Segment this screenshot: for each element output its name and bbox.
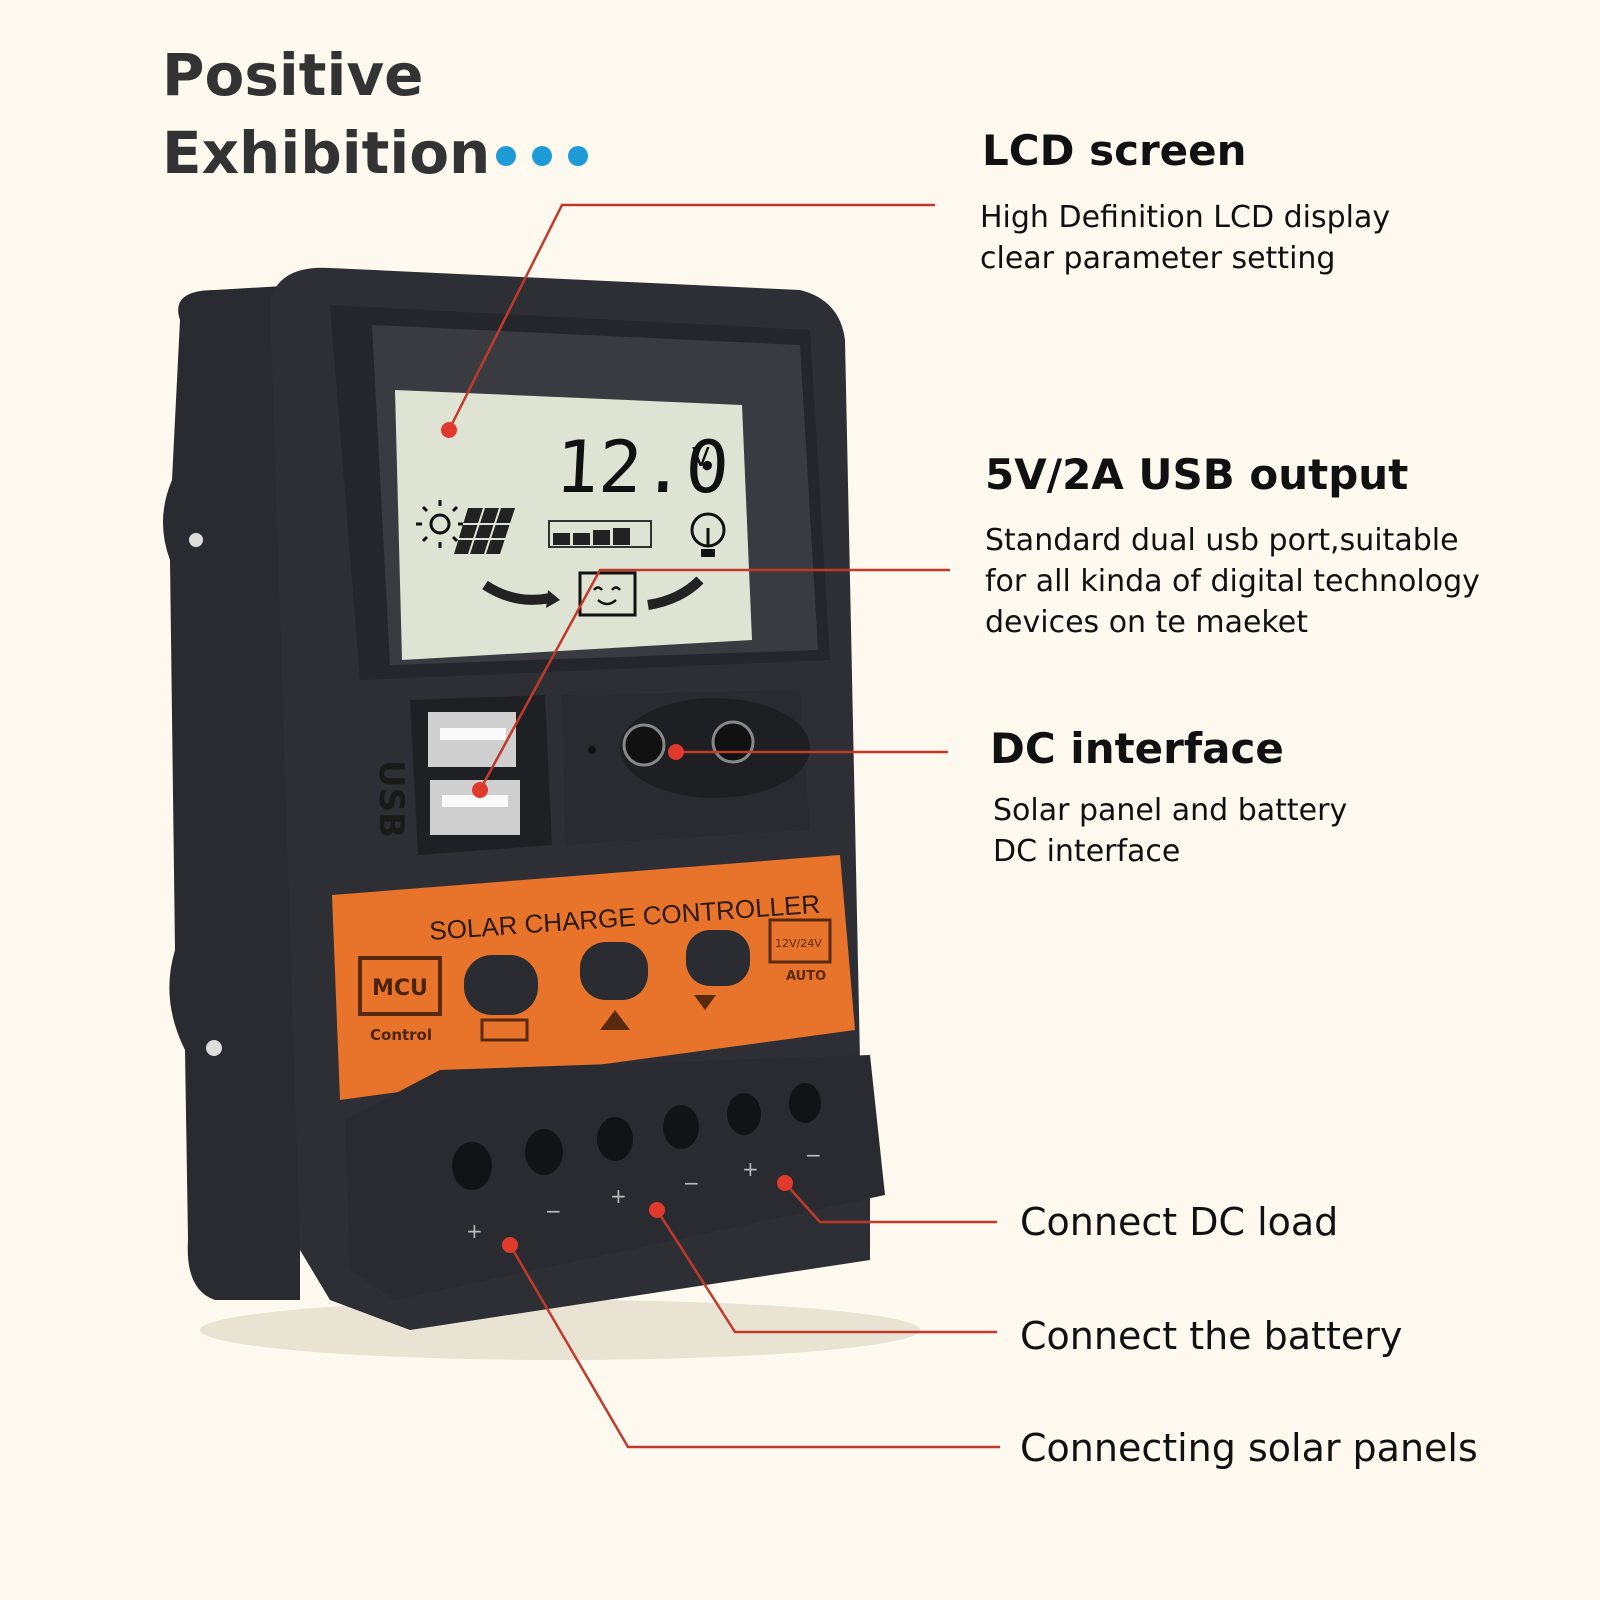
- lcd-screen: [395, 390, 752, 660]
- usb-callout-desc: Standard dual usb port,suitable for all …: [985, 520, 1480, 643]
- load-callout-label: Connect DC load: [1020, 1200, 1339, 1244]
- battery-callout-label: Connect the battery: [1020, 1314, 1403, 1358]
- up-button[interactable]: [580, 942, 648, 1000]
- solar-panel-icon: [454, 507, 515, 555]
- sun-icon: [416, 500, 464, 548]
- callout-lines: [447, 203, 1000, 1449]
- menu-button[interactable]: [464, 955, 538, 1015]
- battery-level-icon: [548, 520, 652, 548]
- dc-jack-battery: [711, 720, 755, 764]
- usb-callout-title: 5V/2A USB output: [985, 450, 1409, 499]
- screw-hole: [189, 533, 203, 547]
- down-arrow-icon: [694, 995, 716, 1010]
- dc-jack-solar: [622, 723, 666, 767]
- screw-hole: [206, 1040, 222, 1056]
- discharge-arrow-icon: [647, 576, 704, 610]
- terminal-polarity-marks: + − + − + −: [466, 1143, 822, 1243]
- svg-text:−: −: [683, 1171, 700, 1195]
- lcd-desc-line: High Definition LCD display: [980, 200, 1391, 235]
- dc-callout-desc: Solar panel and battery DC interface: [993, 790, 1347, 872]
- dc-callout-title: DC interface: [990, 724, 1284, 773]
- up-arrow-icon: [600, 1010, 630, 1030]
- svg-text:−: −: [545, 1199, 562, 1223]
- voltage-auto-badge: 12V/24V: [775, 937, 822, 950]
- mcu-badge: MCU: [372, 976, 428, 1001]
- svg-text:−: −: [805, 1143, 822, 1167]
- auto-label: AUTO: [786, 969, 826, 984]
- usb-desc-line: Standard dual usb port,suitable: [985, 523, 1459, 558]
- usb-desc-line: for all kinda of digital technology: [985, 564, 1480, 599]
- menu-icon: [480, 1018, 529, 1042]
- svg-text:+: +: [610, 1184, 627, 1208]
- charge-arrow-icon: [482, 580, 551, 605]
- lcd-voltage-unit: V: [692, 443, 710, 473]
- heading-line-2: Exhibition: [162, 119, 491, 187]
- lcd-desc-line: clear parameter setting: [980, 241, 1336, 276]
- bulb-icon: [690, 512, 726, 557]
- heading-line-1: Positive: [162, 41, 424, 109]
- lcd-callout-title: LCD screen: [982, 126, 1247, 175]
- down-switch-button[interactable]: [686, 930, 750, 986]
- svg-text:+: +: [466, 1219, 483, 1243]
- dc-desc-line: Solar panel and battery: [993, 793, 1348, 828]
- dc-desc-line: DC interface: [993, 834, 1181, 869]
- lcd-callout-desc: High Definition LCD display clear parame…: [980, 197, 1390, 279]
- usb-desc-line: devices on te maeket: [985, 605, 1308, 640]
- lcd-voltage-readout: 12.0: [553, 425, 731, 509]
- mcu-sub-label: Control: [370, 1026, 432, 1044]
- usb-label: USB: [371, 760, 411, 838]
- solar-callout-label: Connecting solar panels: [1020, 1426, 1478, 1470]
- terminal-screws: [452, 1083, 821, 1190]
- battery-smile-icon: [578, 571, 637, 617]
- ellipsis-dots-icon: [496, 146, 588, 166]
- svg-text:+: +: [742, 1157, 759, 1181]
- callout-dots: [441, 422, 793, 1253]
